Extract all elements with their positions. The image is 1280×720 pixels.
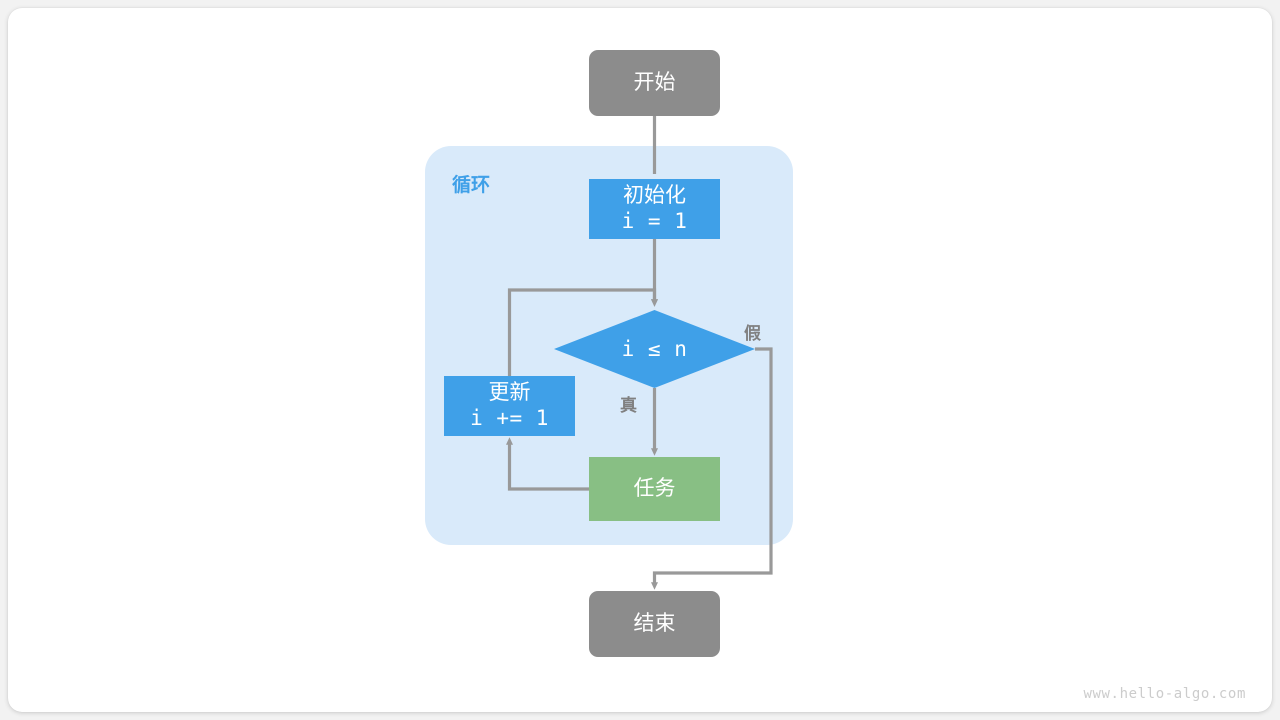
edge-update-to-cond [507,288,658,376]
edge-task-to-update [506,437,589,491]
edge-label-false: 假 [744,324,761,343]
node-start[interactable] [589,50,720,116]
edge-label-true: 真 [620,396,637,415]
node-task[interactable] [589,457,720,521]
node-condition[interactable] [554,310,755,388]
loop-group-label: 循环 [452,175,491,196]
edge-cond-false-to-end [651,347,773,590]
node-end[interactable] [589,591,720,657]
node-init[interactable] [589,179,720,239]
watermark-text: www.hello-algo.com [1083,686,1246,702]
node-update[interactable] [444,376,575,436]
